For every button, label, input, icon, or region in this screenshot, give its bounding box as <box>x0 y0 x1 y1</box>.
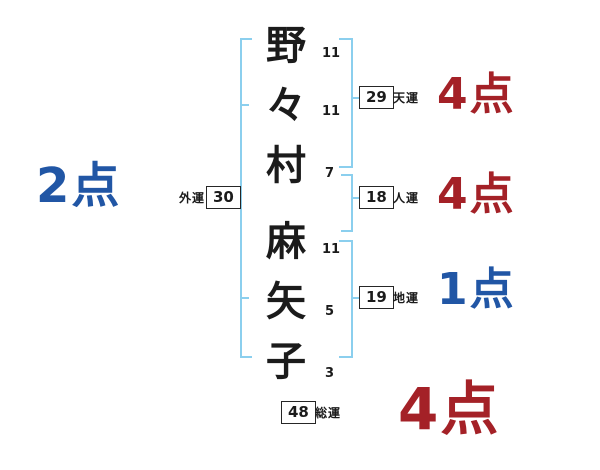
gaiun-bracket-tick-mid1 <box>240 104 249 106</box>
chiun-bracket-connector <box>351 297 359 299</box>
jinun-bracket-tick-top <box>341 174 353 176</box>
name-char-4: 麻 <box>266 219 306 265</box>
stroke-count-6: 3 <box>325 366 335 381</box>
chiun-score: 1点 <box>437 264 516 315</box>
tenun-score: 4点 <box>437 69 516 120</box>
tenun-bracket-tick-top <box>339 38 353 40</box>
tenun-value-box: 29 <box>359 86 394 109</box>
tenun-bracket-connector <box>351 97 359 99</box>
jinun-bracket-connector <box>351 197 359 199</box>
tenun-bracket-tick-bottom <box>339 166 353 168</box>
name-char-3: 村 <box>266 143 306 189</box>
chiun-value-box: 19 <box>359 286 394 309</box>
gaiun-bracket-vline <box>240 38 242 358</box>
stroke-count-3: 7 <box>325 166 335 181</box>
stroke-count-1: 11 <box>322 46 341 61</box>
name-char-1: 野 <box>266 23 306 69</box>
chiun-bracket-tick-top <box>339 240 353 242</box>
gaiun-bracket-tick-mid2 <box>240 297 249 299</box>
jinun-label: 人運 <box>393 191 420 205</box>
name-char-2: 々 <box>266 83 306 129</box>
name-char-6: 子 <box>266 339 306 385</box>
chiun-bracket-vline <box>351 240 353 358</box>
stroke-count-2: 11 <box>322 104 341 119</box>
jinun-bracket-tick-bottom <box>341 230 353 232</box>
gaiun-bracket-tick-bottom <box>240 356 252 358</box>
jinun-bracket-vline <box>351 174 353 232</box>
soun-score: 4点 <box>398 375 501 443</box>
jinun-score: 4点 <box>437 169 516 220</box>
soun-value-box: 48 <box>281 401 316 424</box>
tenun-label: 天運 <box>393 91 420 105</box>
tenun-bracket-vline <box>351 38 353 168</box>
chiun-bracket-tick-bottom <box>339 356 353 358</box>
gaiun-value-box: 30 <box>206 186 241 209</box>
gaiun-bracket-tick-top <box>240 38 252 40</box>
gaiun-label: 外運 <box>179 191 206 205</box>
soun-label: 総運 <box>315 406 342 420</box>
stroke-count-4: 11 <box>322 242 341 257</box>
jinun-value-box: 18 <box>359 186 394 209</box>
name-char-5: 矢 <box>266 279 306 325</box>
gaiun-score: 2点 <box>36 158 122 214</box>
stroke-count-5: 5 <box>325 304 335 319</box>
chiun-label: 地運 <box>393 291 420 305</box>
